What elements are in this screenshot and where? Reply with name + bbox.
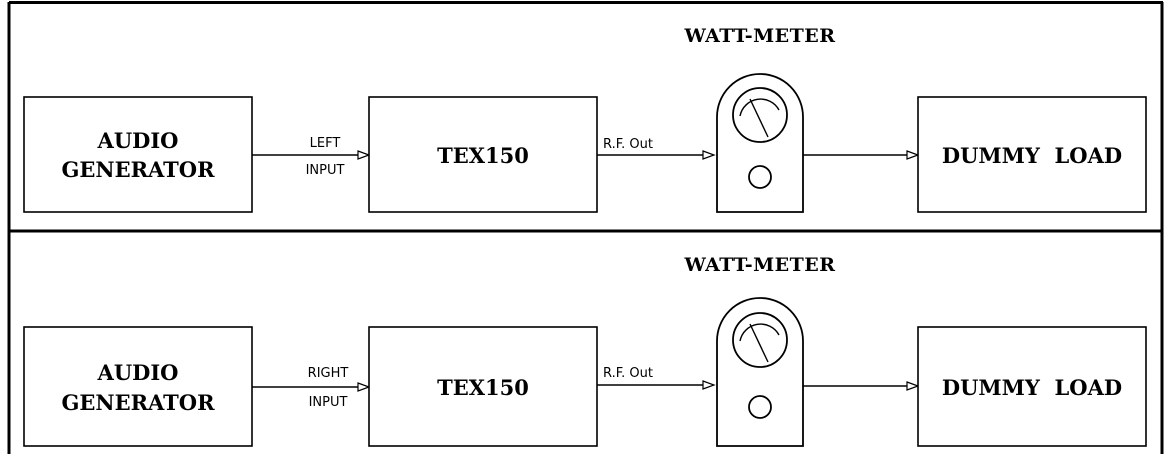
audio-generator-label-line2: GENERATOR <box>61 390 215 415</box>
meter-knob-icon <box>748 165 772 189</box>
dummy-load-box <box>917 96 1147 213</box>
transmitter-box <box>368 326 598 447</box>
audio-generator-label-line1: AUDIO <box>97 128 179 153</box>
meter-scale-arc <box>739 98 780 117</box>
row-left-channel: WATT-METER AUDIO GENERATOR LEFT INPUT TE… <box>23 25 1147 213</box>
input-label-top: LEFT <box>310 136 341 151</box>
input-label-bottom: INPUT <box>306 163 345 178</box>
wattmeter-title: WATT-METER <box>683 254 835 276</box>
load-arrow <box>906 150 920 160</box>
dummy-load-label: DUMMY LOAD <box>942 375 1122 400</box>
load-arrow <box>906 381 920 391</box>
input-label-bottom: INPUT <box>309 395 348 410</box>
meter-needle <box>749 323 769 363</box>
audio-generator-box <box>23 96 253 213</box>
row-right-channel: WATT-METER AUDIO GENERATOR RIGHT INPUT T… <box>23 254 1147 447</box>
rf-arrow <box>702 150 716 160</box>
dummy-load-box <box>917 326 1147 447</box>
input-arrow <box>357 150 371 160</box>
meter-dial-icon <box>732 87 788 143</box>
meter-scale-arc <box>739 323 780 342</box>
input-label-top: RIGHT <box>308 366 349 381</box>
audio-generator-label-line1: AUDIO <box>97 360 179 385</box>
meter-needle <box>749 98 769 138</box>
rf-out-label: R.F. Out <box>603 366 653 381</box>
meter-knob-icon <box>748 395 772 419</box>
audio-generator-box <box>23 326 253 447</box>
input-arrow <box>357 382 371 392</box>
rf-arrow <box>702 380 716 390</box>
transmitter-label: TEX150 <box>437 143 529 168</box>
wattmeter-title: WATT-METER <box>683 25 835 47</box>
dummy-load-label: DUMMY LOAD <box>942 143 1122 168</box>
meter-dial-icon <box>732 312 788 368</box>
rf-out-label: R.F. Out <box>603 137 653 152</box>
transmitter-box <box>368 96 598 213</box>
audio-generator-label-line2: GENERATOR <box>61 157 215 182</box>
transmitter-label: TEX150 <box>437 375 529 400</box>
